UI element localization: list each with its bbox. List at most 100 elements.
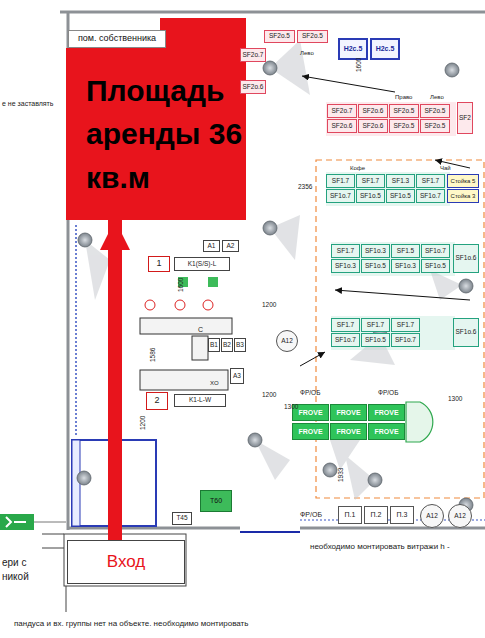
shelf-tint — [326, 102, 456, 136]
fixture-box: H2c.5 — [338, 38, 368, 60]
box-label: SF1o.7 — [330, 193, 351, 200]
box-label: SF1o.5 — [365, 263, 386, 270]
dimension: 1200 — [262, 302, 276, 309]
fixture-box: A1 — [203, 240, 220, 252]
box-label: SF1.7 — [422, 178, 439, 185]
fixture-box: SF1o.5 — [361, 333, 390, 347]
fixture-box: SF2o.5 — [264, 30, 295, 43]
fixture-box: SF2o.6 — [358, 104, 388, 118]
fixture-box: SF1o.7 — [416, 189, 445, 203]
island-end — [406, 402, 433, 442]
fixture-box: SF1o.5 — [361, 259, 390, 273]
box-label: SF2o.7 — [332, 108, 353, 115]
box-label: FROVE — [336, 409, 360, 416]
box-label: FROVE — [336, 428, 360, 435]
dimension: 1586 — [150, 348, 157, 362]
note-text: е не заставлять — [2, 100, 53, 107]
box-label: A1 — [208, 243, 216, 250]
entrance-steps — [42, 534, 186, 612]
fixture-box: FROVE — [292, 423, 329, 440]
box-label: SF1o.7 — [335, 337, 356, 344]
note-text: Право — [395, 94, 412, 100]
green-marker — [208, 277, 218, 287]
wall — [60, 12, 485, 530]
box-label: SF1o.5 — [360, 193, 381, 200]
checkout-counter — [140, 318, 232, 390]
box-label: FROVE — [374, 428, 398, 435]
note-text: Лево — [300, 50, 314, 56]
fixture-box: SF2o.5 — [420, 104, 450, 118]
fixture-box: SF2o.5 — [420, 119, 450, 133]
fixture-box: FROVE — [368, 404, 405, 421]
box-label: пом. собственника — [78, 34, 156, 43]
camera — [77, 61, 473, 512]
note-text: ФР/ОБ — [300, 511, 322, 518]
box-label: B1 — [210, 342, 218, 349]
box-label: Площадь аренды 36 кв.м — [86, 69, 246, 200]
fixture-box: 2 — [146, 392, 168, 410]
box-label: Стойка 5 — [451, 178, 476, 184]
fixture-box: SF1o.3 — [391, 259, 420, 273]
box-label: A12 — [426, 513, 438, 520]
note-text: пандуса и вх. группы нет на объекте. нео… — [14, 620, 248, 628]
fixture-box: П.2 — [364, 506, 388, 524]
fixture-box: пом. собственника — [68, 30, 166, 48]
box-label: SF2 — [459, 115, 471, 122]
fixture-box: SF1o.6 — [453, 318, 479, 347]
fixture-box: SF1o.7 — [421, 244, 450, 258]
leader-line — [300, 76, 470, 366]
box-label: SF2o.5 — [302, 33, 323, 40]
note-text: ФР/ОБ — [300, 390, 320, 397]
box-label: SF1o.3 — [395, 263, 416, 270]
fixture-box: SF1.7 — [331, 244, 360, 258]
exit-sign — [0, 514, 34, 530]
box-label: SF1o.7 — [420, 193, 441, 200]
dimension: 1933 — [338, 468, 345, 482]
box-label: H2c.5 — [344, 45, 363, 52]
fixture-box: Стойка 5 — [447, 174, 479, 188]
fixture-box: Вход — [67, 540, 185, 584]
fixture-box: SF1o.6 — [453, 244, 479, 273]
fixture-box: 1 — [148, 256, 170, 272]
box-label: A3 — [233, 373, 241, 380]
box-label: SF1o.6 — [456, 329, 477, 336]
direction-arrow — [108, 220, 122, 540]
fixture-box: Стойка 3 — [447, 189, 479, 203]
fixture-box: K1-L-W — [174, 394, 226, 407]
box-label: SF1.5 — [397, 248, 414, 255]
fixture-box: SF2o.5 — [389, 104, 419, 118]
box-label: SF2o.6 — [363, 108, 384, 115]
fixture-box: A2 — [222, 240, 239, 252]
box-label: SF1o.3 — [335, 263, 356, 270]
fixture-box: SF2o.7 — [240, 48, 266, 62]
round-unit: A12 — [448, 504, 472, 528]
box-label: T60 — [210, 497, 222, 504]
fixture-box: П.3 — [390, 506, 414, 524]
box-label: 2 — [154, 396, 159, 405]
dimension: 1200 — [262, 392, 276, 399]
box-label: П.1 — [345, 511, 356, 518]
dimension: 1200 — [140, 416, 147, 430]
fixture-box: T45 — [172, 512, 192, 525]
box-label: SF1.7 — [332, 178, 349, 185]
fixture-box: SF2 — [457, 102, 473, 134]
round-unit: A12 — [276, 330, 298, 352]
fixture-box: SF1o.5 — [386, 189, 415, 203]
box-label: SF1o.5 — [365, 337, 386, 344]
fixture-box: SF1o.7 — [331, 333, 360, 347]
fixture-box: SF1.5 — [391, 244, 420, 258]
box-label: K1(S/S)-L — [188, 261, 217, 268]
box-label: SF1.7 — [337, 322, 354, 329]
box-label: SF1.7 — [367, 322, 384, 329]
glazing — [240, 531, 300, 533]
note-text: необходимо монтировать витражи h - — [310, 543, 450, 551]
box-label: П.3 — [397, 511, 408, 518]
fixture-box: H2c.5 — [370, 38, 400, 60]
shelf-tint — [326, 172, 455, 350]
fixture-box: B1 — [208, 338, 220, 352]
box-label: SF2o.5 — [425, 108, 446, 115]
box-label: B3 — [236, 342, 244, 349]
box-label: SF2o.5 — [425, 123, 446, 130]
box-label: SF2o.7 — [243, 52, 264, 59]
